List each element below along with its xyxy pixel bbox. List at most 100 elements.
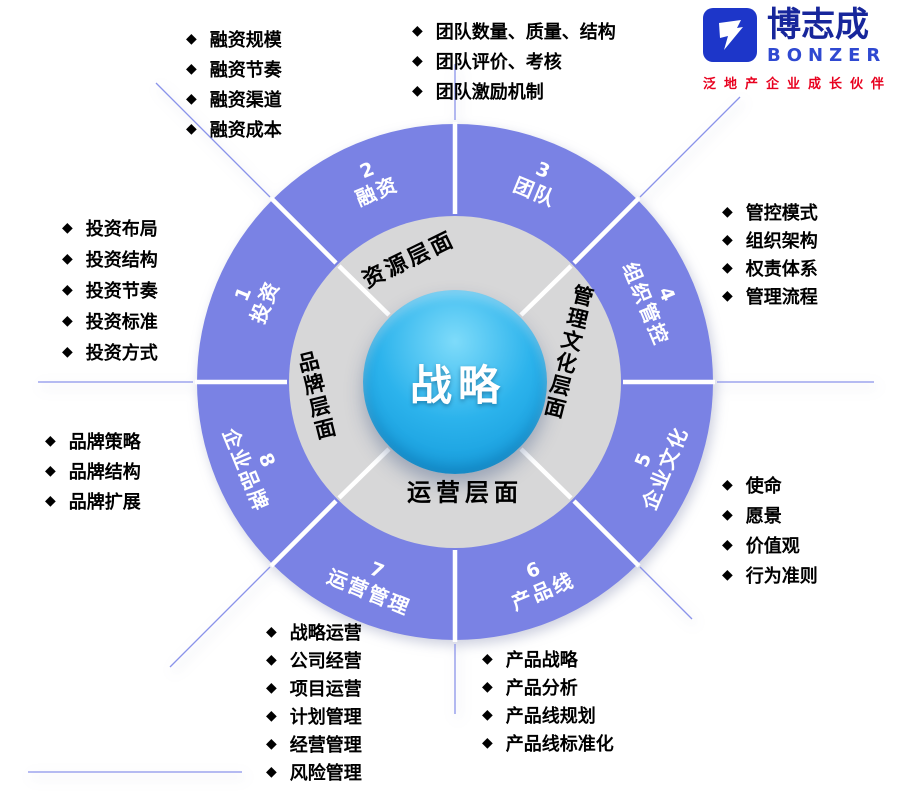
inner-ring-dividers — [337, 264, 573, 500]
diamond-bullet-icon: ◆ — [45, 463, 56, 479]
list-item-text: 品牌结构 — [68, 462, 141, 483]
list-item-text: 团队激励机制 — [435, 82, 544, 103]
list-item: ◆产品线标准化 — [482, 729, 614, 757]
diamond-bullet-icon: ◆ — [62, 250, 73, 267]
diamond-bullet-icon: ◆ — [186, 121, 197, 137]
list-item-text: 产品线规划 — [505, 706, 596, 727]
list-item-text: 使命 — [745, 476, 782, 497]
list-item-text: 融资规模 — [209, 30, 282, 51]
list-item-text: 产品战略 — [505, 650, 578, 671]
list-item-text: 投资结构 — [85, 249, 158, 271]
list-item-text: 团队数量、质量、结构 — [435, 22, 616, 43]
diamond-bullet-icon: ◆ — [266, 652, 277, 668]
bonzer-logo-mark-icon — [703, 8, 757, 62]
list-item-text: 投资方式 — [85, 342, 158, 364]
diamond-bullet-icon: ◆ — [722, 260, 733, 276]
diamond-bullet-icon: ◆ — [722, 507, 733, 523]
logo-glyph — [719, 20, 743, 50]
list-item: ◆ 投资标准 — [62, 305, 158, 336]
diamond-bullet-icon: ◆ — [722, 537, 733, 553]
diamond-bullet-icon: ◆ — [45, 433, 56, 449]
list-item: ◆经营管理 — [266, 730, 362, 758]
list-item: ◆ 投资结构 — [62, 243, 158, 274]
financing-points-list: ◆融资规模 ◆融资节奏 ◆融资渠道 ◆融资成本 — [186, 24, 282, 144]
list-item: ◆ 品牌扩展 — [45, 486, 141, 516]
list-item-text: 愿景 — [745, 506, 782, 527]
diamond-bullet-icon: ◆ — [266, 708, 277, 724]
list-item-text: 产品分析 — [505, 678, 578, 699]
diamond-bullet-icon: ◆ — [45, 493, 56, 509]
list-item: ◆品牌策略 — [45, 426, 141, 456]
list-item: ◆ 管理流程 — [722, 282, 818, 310]
logo-row: 博志成 BONZER — [703, 5, 895, 66]
list-item: ◆ 产品分析 — [482, 673, 614, 701]
list-item-text: 价值观 — [745, 536, 800, 557]
list-item: ◆ 管控模式 — [722, 198, 818, 226]
list-item-text: 融资渠道 — [209, 90, 282, 111]
list-item: ◆ 产品战略 — [482, 645, 614, 673]
list-item: ◆项目运营 — [266, 674, 362, 702]
diamond-bullet-icon: ◆ — [266, 680, 277, 696]
list-item: ◆ 投资布局 — [62, 212, 158, 243]
culture-points-list: ◆ 使命 ◆ 愿景 ◆ 价值观 ◆ 行为准则 — [722, 470, 818, 590]
logo-company-name: 博志成 — [767, 5, 869, 45]
list-item: ◆ 融资渠道 — [186, 84, 282, 114]
list-item-text: 团队评价、考核 — [435, 52, 562, 73]
operations-points-list: ◆战略运营 ◆公司经营 ◆项目运营 ◆计划管理 ◆经营管理 ◆风险管理 — [266, 618, 362, 786]
diamond-bullet-icon: ◆ — [722, 204, 733, 220]
list-item: ◆公司经营 — [266, 646, 362, 674]
list-item: ◆投资方式 — [62, 336, 158, 367]
diamond-bullet-icon: ◆ — [62, 219, 73, 236]
list-item-text: 经营管理 — [289, 735, 362, 756]
diamond-bullet-icon: ◆ — [482, 707, 493, 723]
diamond-bullet-icon: ◆ — [186, 31, 197, 47]
diamond-bullet-icon: ◆ — [266, 764, 277, 780]
list-item-text: 投资节奏 — [85, 280, 158, 302]
list-item-text: 融资节奏 — [209, 60, 282, 81]
diamond-bullet-icon: ◆ — [482, 679, 493, 695]
list-item: ◆ 行为准则 — [722, 560, 818, 590]
list-item-text: 战略运营 — [289, 623, 362, 644]
list-item-text: 管控模式 — [745, 203, 818, 224]
outer-segment-dividers — [195, 122, 715, 642]
logo-names: 博志成 BONZER — [767, 5, 887, 66]
diamond-bullet-icon: ◆ — [722, 567, 733, 583]
diamond-bullet-icon: ◆ — [412, 83, 423, 99]
list-item-text: 品牌扩展 — [68, 492, 141, 513]
list-item: ◆融资节奏 — [186, 54, 282, 84]
diamond-bullet-icon: ◆ — [186, 91, 197, 107]
list-item-text: 产品线标准化 — [505, 734, 614, 755]
list-item-text: 投资布局 — [85, 218, 158, 240]
brand-points-list: ◆品牌策略 ◆ 品牌结构 ◆ 品牌扩展 — [45, 426, 141, 516]
diamond-bullet-icon: ◆ — [722, 288, 733, 304]
list-item: ◆团队评价、考核 — [412, 46, 616, 76]
center-strategy-circle: 战略 — [363, 290, 547, 474]
list-item-text: 行为准则 — [745, 566, 818, 587]
list-item: ◆ 品牌结构 — [45, 456, 141, 486]
layer-label-operations: 运营层面 — [407, 478, 523, 507]
list-item: ◆ 价值观 — [722, 530, 818, 560]
bonzer-logo: 博志成 BONZER 泛地产企业成长伙伴 — [703, 5, 895, 92]
list-item-text: 权责体系 — [745, 259, 818, 280]
list-item: ◆ 愿景 — [722, 500, 818, 530]
investment-points-list: ◆ 投资布局 ◆ 投资结构 ◆ 投资节奏 ◆ 投资标准 ◆投资方式 — [62, 212, 158, 367]
list-item-text: 投资标准 — [85, 311, 158, 333]
list-item: ◆ 计划管理 — [266, 702, 362, 730]
list-item: ◆ 产品线规划 — [482, 701, 614, 729]
list-item-text: 计划管理 — [289, 707, 362, 728]
diamond-bullet-icon: ◆ — [62, 312, 73, 329]
list-item: ◆ 团队数量、质量、结构 — [412, 16, 616, 46]
diamond-bullet-icon: ◆ — [62, 281, 73, 298]
product-points-list: ◆ 产品战略 ◆ 产品分析 ◆ 产品线规划 ◆产品线标准化 — [482, 645, 614, 757]
diamond-bullet-icon: ◆ — [412, 23, 423, 39]
diamond-bullet-icon: ◆ — [722, 232, 733, 248]
diamond-bullet-icon: ◆ — [482, 651, 493, 667]
list-item: ◆ 团队激励机制 — [412, 76, 616, 106]
logo-tagline: 泛地产企业成长伙伴 — [703, 76, 893, 92]
list-item-text: 风险管理 — [289, 763, 362, 784]
list-item: ◆战略运营 — [266, 618, 362, 646]
list-item-text: 管理流程 — [745, 287, 818, 308]
logo-company-name-en: BONZER — [767, 44, 887, 66]
list-item: ◆组织架构 — [722, 226, 818, 254]
team-points-list: ◆ 团队数量、质量、结构 ◆团队评价、考核 ◆ 团队激励机制 — [412, 16, 616, 106]
